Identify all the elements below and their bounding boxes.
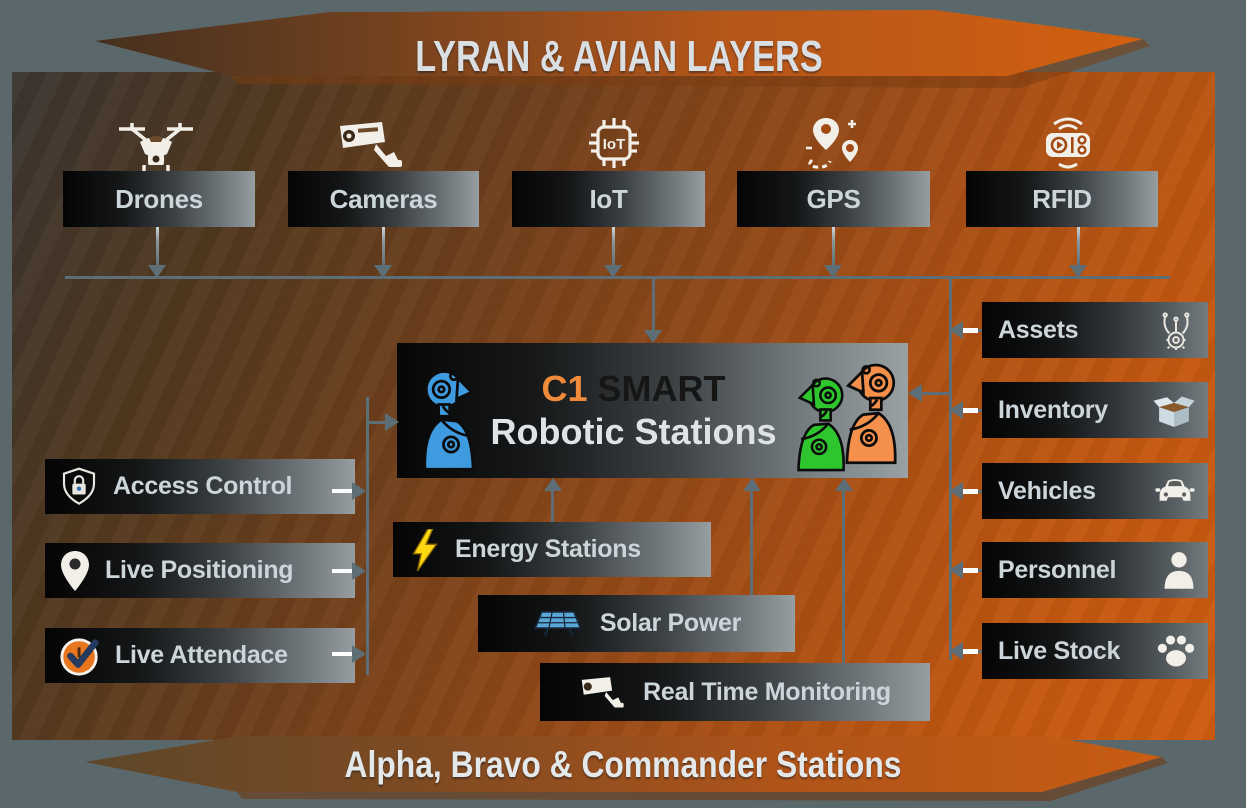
node-rfid-label: RFID xyxy=(1032,183,1092,214)
connector-dash xyxy=(332,652,352,656)
shield-lock-icon xyxy=(62,467,96,505)
left-trunk-line xyxy=(366,397,369,675)
bottom-banner-title: Alpha, Bravo & Commander Stations xyxy=(344,744,902,785)
node-live-positioning: Live Positioning xyxy=(45,543,355,598)
node-vehicles: Vehicles xyxy=(982,463,1208,519)
gps-route-icon xyxy=(804,116,864,172)
arrow-up xyxy=(835,478,853,491)
node-live-attendace-label: Live Attendace xyxy=(115,641,288,669)
arrow-down xyxy=(148,265,166,278)
top-banner-title: LYRAN & AVIAN LAYERS xyxy=(415,32,823,81)
node-rfid: RFID xyxy=(966,171,1158,227)
connector-line xyxy=(1077,227,1080,267)
node-iot: IoT xyxy=(512,171,705,227)
arrow-right xyxy=(352,562,366,580)
connector-dash xyxy=(962,489,978,494)
arrow-down xyxy=(824,265,842,278)
lightning-bolt-icon xyxy=(412,528,438,571)
rfid-reader-icon xyxy=(1040,114,1096,172)
connector-line xyxy=(842,490,845,664)
map-pin-icon xyxy=(61,550,89,591)
arrow-down xyxy=(644,330,662,343)
connector-line xyxy=(612,227,615,267)
connector-line xyxy=(652,279,655,331)
svg-text:IoT: IoT xyxy=(603,136,626,153)
orange-robot-icon xyxy=(845,363,897,465)
solar-panel-icon xyxy=(533,610,582,636)
node-solar-power-label: Solar Power xyxy=(599,609,742,637)
drone-icon xyxy=(116,120,196,172)
arrow-left xyxy=(908,384,922,402)
node-drones-label: Drones xyxy=(115,183,203,214)
arrow-down xyxy=(604,265,622,278)
node-solar-power: Solar Power xyxy=(478,595,795,652)
node-live-positioning-label: Live Positioning xyxy=(105,556,294,584)
arrow-left xyxy=(949,321,963,339)
node-iot-label: IoT xyxy=(589,183,628,214)
connector-line xyxy=(551,490,554,522)
central-smart-label: SMART xyxy=(587,368,726,410)
node-energy-stations: Energy Stations xyxy=(393,522,711,577)
arrow-left xyxy=(949,401,963,419)
node-assets: Assets xyxy=(982,302,1208,358)
bus-line xyxy=(65,276,1170,279)
car-icon xyxy=(1155,479,1195,501)
arrow-down xyxy=(1069,265,1087,278)
arrow-right xyxy=(352,645,366,663)
node-inventory-label: Inventory xyxy=(998,395,1108,424)
arrow-left xyxy=(949,482,963,500)
node-access-control: Access Control xyxy=(45,459,355,514)
connector-line xyxy=(156,227,159,267)
node-energy-stations-label: Energy Stations xyxy=(455,535,641,563)
connector-line xyxy=(367,421,389,424)
connector-line xyxy=(750,490,753,596)
gear-wires-icon xyxy=(1162,312,1190,350)
central-subtitle: Robotic Stations xyxy=(490,410,777,452)
cctv-camera-icon xyxy=(581,677,624,708)
blue-robot-icon xyxy=(423,370,475,471)
cctv-camera-icon xyxy=(336,120,404,172)
node-live-attendace: Live Attendace xyxy=(45,628,355,683)
connector-dash xyxy=(962,649,978,654)
node-cameras: Cameras xyxy=(288,171,479,227)
node-real-time-monitoring-label: Real Time Monitoring xyxy=(643,677,891,706)
arrow-down xyxy=(374,265,392,278)
node-gps: GPS xyxy=(737,171,930,227)
connector-line xyxy=(382,227,385,267)
arrow-up xyxy=(544,478,562,491)
node-gps-label: GPS xyxy=(806,183,861,214)
open-box-icon xyxy=(1153,396,1195,428)
node-drones: Drones xyxy=(63,171,255,227)
connector-line xyxy=(922,392,951,395)
node-cameras-label: Cameras xyxy=(329,183,438,214)
iot-chip-icon: IoT xyxy=(586,114,642,172)
arrow-up xyxy=(743,478,761,491)
person-icon xyxy=(1164,552,1194,589)
node-live-stock: Live Stock xyxy=(982,623,1208,679)
paw-icon xyxy=(1157,635,1195,667)
node-personnel-label: Personnel xyxy=(998,555,1117,584)
connector-line xyxy=(832,227,835,267)
arrow-right xyxy=(352,482,366,500)
node-real-time-monitoring: Real Time Monitoring xyxy=(540,663,930,721)
central-c1-label: C1 xyxy=(541,368,588,410)
node-access-control-label: Access Control xyxy=(113,472,293,500)
arrow-left xyxy=(949,642,963,660)
central-station-title: C1 SMART Robotic Stations xyxy=(397,343,908,478)
node-assets-label: Assets xyxy=(998,315,1079,344)
arrow-left xyxy=(949,561,963,579)
connector-dash xyxy=(332,569,352,573)
clock-check-icon xyxy=(60,637,99,676)
node-personnel: Personnel xyxy=(982,542,1208,598)
node-inventory: Inventory xyxy=(982,382,1208,438)
connector-dash xyxy=(962,408,978,413)
node-vehicles-label: Vehicles xyxy=(998,476,1096,505)
connector-dash xyxy=(962,568,978,573)
connector-dash xyxy=(332,489,352,493)
arrow-right xyxy=(385,413,399,431)
right-trunk-line xyxy=(949,277,952,660)
node-live-stock-label: Live Stock xyxy=(998,636,1121,665)
connector-dash xyxy=(962,328,978,333)
